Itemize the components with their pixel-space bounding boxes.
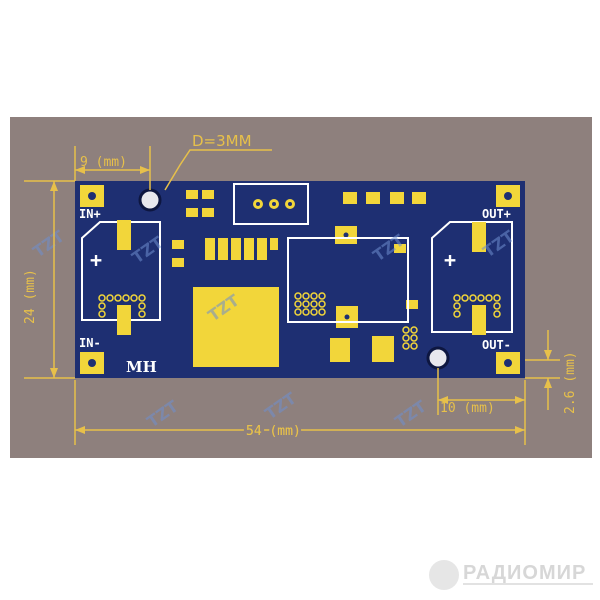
label-in-minus: IN-	[79, 336, 101, 350]
left-capacitor-outline	[81, 221, 161, 321]
right-plus-sign: +	[444, 248, 456, 272]
via-arrays	[98, 292, 501, 350]
mounting-hole-bottom	[426, 346, 450, 370]
brand-watermark: РАДИОМИР	[425, 558, 595, 592]
left-cap-pad-top	[117, 220, 131, 250]
right-cap-pad-bottom	[472, 305, 486, 335]
dim-right-hole-offset: 10 (mm)	[440, 401, 495, 416]
dimension-arrows	[50, 166, 552, 434]
mounting-hole-top	[138, 188, 162, 212]
label-in-plus: IN+	[79, 207, 101, 221]
dim-width-bg: 54 (mm)	[246, 424, 301, 439]
left-cap-pad-bottom	[117, 305, 131, 335]
svg-text:TZT: TZT	[29, 226, 67, 261]
dim-right-edge-offset: 2.6 (mm)	[563, 351, 578, 414]
dim-hole-diameter: D=3MM	[192, 132, 252, 150]
right-capacitor-outline	[431, 221, 513, 333]
label-mh: MH	[126, 358, 157, 376]
brand-underline	[463, 583, 593, 585]
svg-text:TZT: TZT	[391, 396, 429, 431]
corner-pads	[80, 185, 520, 374]
right-cap-pad-top	[472, 222, 486, 252]
brand-logo-icon	[429, 560, 459, 590]
pcb-board	[75, 181, 525, 378]
label-out-minus: OUT-	[482, 338, 511, 352]
label-out-plus: OUT+	[482, 207, 511, 221]
svg-text:TZT: TZT	[261, 388, 299, 423]
dim-width: 54 (mm)	[246, 424, 301, 439]
connector-outline	[233, 183, 309, 225]
svg-text:TZT: TZT	[143, 396, 181, 431]
thermal-pad	[193, 287, 279, 367]
brand-name: РАДИОМИР	[463, 562, 587, 584]
dim-hole-offset: 9 (mm)	[80, 155, 127, 170]
left-plus-sign: +	[90, 248, 102, 272]
inductor-outline	[287, 237, 409, 323]
dim-height: 24 (mm)	[23, 269, 38, 324]
